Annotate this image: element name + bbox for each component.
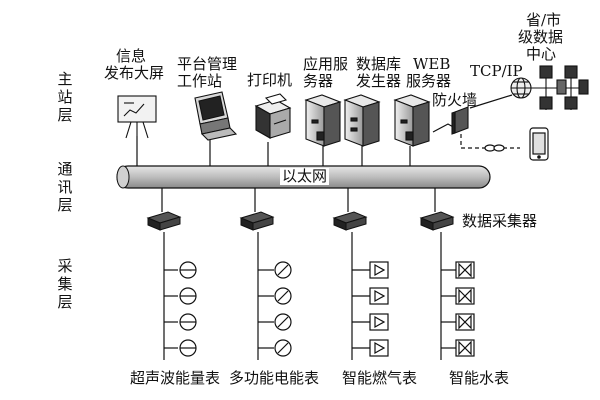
collector-1 [146,211,182,231]
water-meter-icon [455,261,475,279]
water-meter-icon [455,313,475,331]
electric-meter-icon [274,339,292,357]
multifunction-meter-label: 多功能电能表 [229,369,320,387]
info-screen-label-line2: 发布大屏 [104,64,165,82]
info-screen-label-line1: 信息 [116,47,147,65]
ultrasonic-meter-icon [179,313,197,331]
electric-meter-icon [274,287,292,305]
collector-label: 数据采集器 [462,212,538,230]
data-center-label-line1: 省/市 [526,11,562,29]
app-server-icon [304,94,342,147]
gas-meter-icon [369,261,389,279]
ethernet-label: 以太网 [280,167,330,185]
workstation-label-line1: 平台管理 [177,55,238,73]
data-center-icon [531,65,589,110]
ultrasonic-meter-label: 超声波能量表 [130,369,221,387]
gas-meter-icon [369,313,389,331]
printer-label: 打印机 [247,71,293,89]
water-meter-label: 智能水表 [449,369,510,387]
mobile-phone-icon [529,127,549,161]
layer-label-main: 主站层 [57,70,73,124]
workstation-label-line2: 工作站 [177,72,223,90]
gas-meter-icon [369,339,389,357]
meter-column-water [440,232,475,360]
collector-3 [332,211,368,231]
printer-icon [254,93,292,139]
tcpip-label: TCP/IP [470,62,523,80]
web-server-label-line1: WEB [413,55,451,73]
meter-column-multifunction [257,232,292,360]
display-board-icon [117,95,157,139]
gas-meter-icon [369,287,389,305]
database-server-icon [343,94,381,147]
ultrasonic-meter-icon [179,339,197,357]
device-bus-links [136,136,411,166]
firewall-label: 防火墙 [432,91,478,109]
collector-4 [419,211,455,231]
collector-2 [239,211,275,231]
web-server-label-line2: 服务器 [406,72,452,90]
layer-label-comm: 通讯层 [57,160,73,214]
firewall-icon [451,106,469,135]
gas-meter-label: 智能燃气表 [342,369,418,387]
ultrasonic-meter-icon [179,261,197,279]
meter-column-gas [351,232,389,360]
workstation-icon [194,91,238,141]
meter-column-ultrasonic [163,232,197,360]
app-server-label-line2: 务器 [303,72,334,90]
layer-label-collect: 采集层 [57,257,73,311]
globe-icon [510,77,532,99]
water-meter-icon [455,287,475,305]
bus-collector-links [161,188,436,212]
db-server-label-line1: 数据库 [356,55,402,73]
db-server-label-line2: 发生器 [356,72,402,90]
ultrasonic-meter-icon [179,287,197,305]
link-chain-icon [484,144,505,152]
water-meter-icon [455,339,475,357]
electric-meter-icon [274,313,292,331]
data-center-label-line2: 级数据 [518,28,564,46]
app-server-label-line1: 应用服 [303,55,349,73]
electric-meter-icon [274,261,292,279]
web-server-icon [393,94,431,147]
data-center-label-line3: 中心 [526,45,557,63]
